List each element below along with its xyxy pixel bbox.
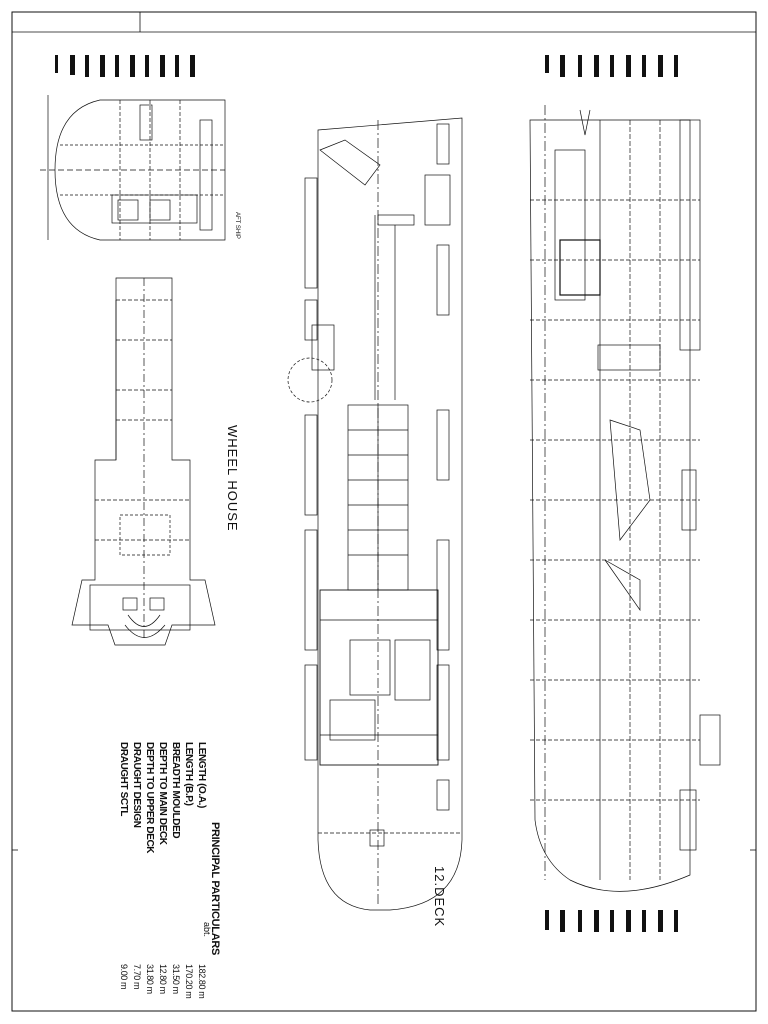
particular-label: DEPTH TO MAIN DECK [157,742,168,845]
particular-value: 31.80 m [145,964,155,994]
particular-value: 9.00 m [119,964,129,990]
sheet-border [11,11,757,1012]
particular-value: 12.80 m [158,964,168,994]
aft-ship-title: AFT SHIP [234,212,240,239]
particular-label: DEPTH TO UPPER DECK [144,742,155,854]
particular-value: 170.20 m [184,964,194,999]
particular-row: LENGTH (B.P.) 170.20 m [181,742,194,1012]
profile-level-labels-top [545,55,678,77]
aft-level-labels [55,55,195,77]
particular-label: LENGTH (O.A.) [196,742,207,808]
particular-value: 182.80 m [197,964,207,999]
particular-row: DEPTH TO MAIN DECK 12.80 m [155,742,168,1012]
aft-ship-view [40,95,226,241]
profile-level-labels-bottom [545,910,678,932]
particular-value: 7.70 m [132,964,142,990]
particular-value: 31.50 m [171,964,181,994]
particular-row: LENGTH (O.A.) 182.80 m [194,742,207,1012]
particular-row: BREADTH MOULDED 31.50 m [168,742,181,1012]
profile-view [529,105,721,892]
particular-row: DEPTH TO UPPER DECK 31.80 m [142,742,155,1012]
particular-row: DRAUGHT DESIGN 7.70 m [129,742,142,1012]
particular-label: DRAUGHT SCTL [118,742,129,817]
particular-label: BREADTH MOULDED [170,742,181,839]
wheel-house-title: WHEEL HOUSE [225,425,240,532]
particular-label: LENGTH (B.P.) [183,742,194,806]
wheel-house-view [71,277,216,646]
particular-label: DRAUGHT DESIGN [131,742,142,828]
deck-plan-view [287,117,463,911]
deck-title: 12.DECK [432,866,447,928]
particular-row: DRAUGHT SCTL 9.00 m [116,742,129,1012]
